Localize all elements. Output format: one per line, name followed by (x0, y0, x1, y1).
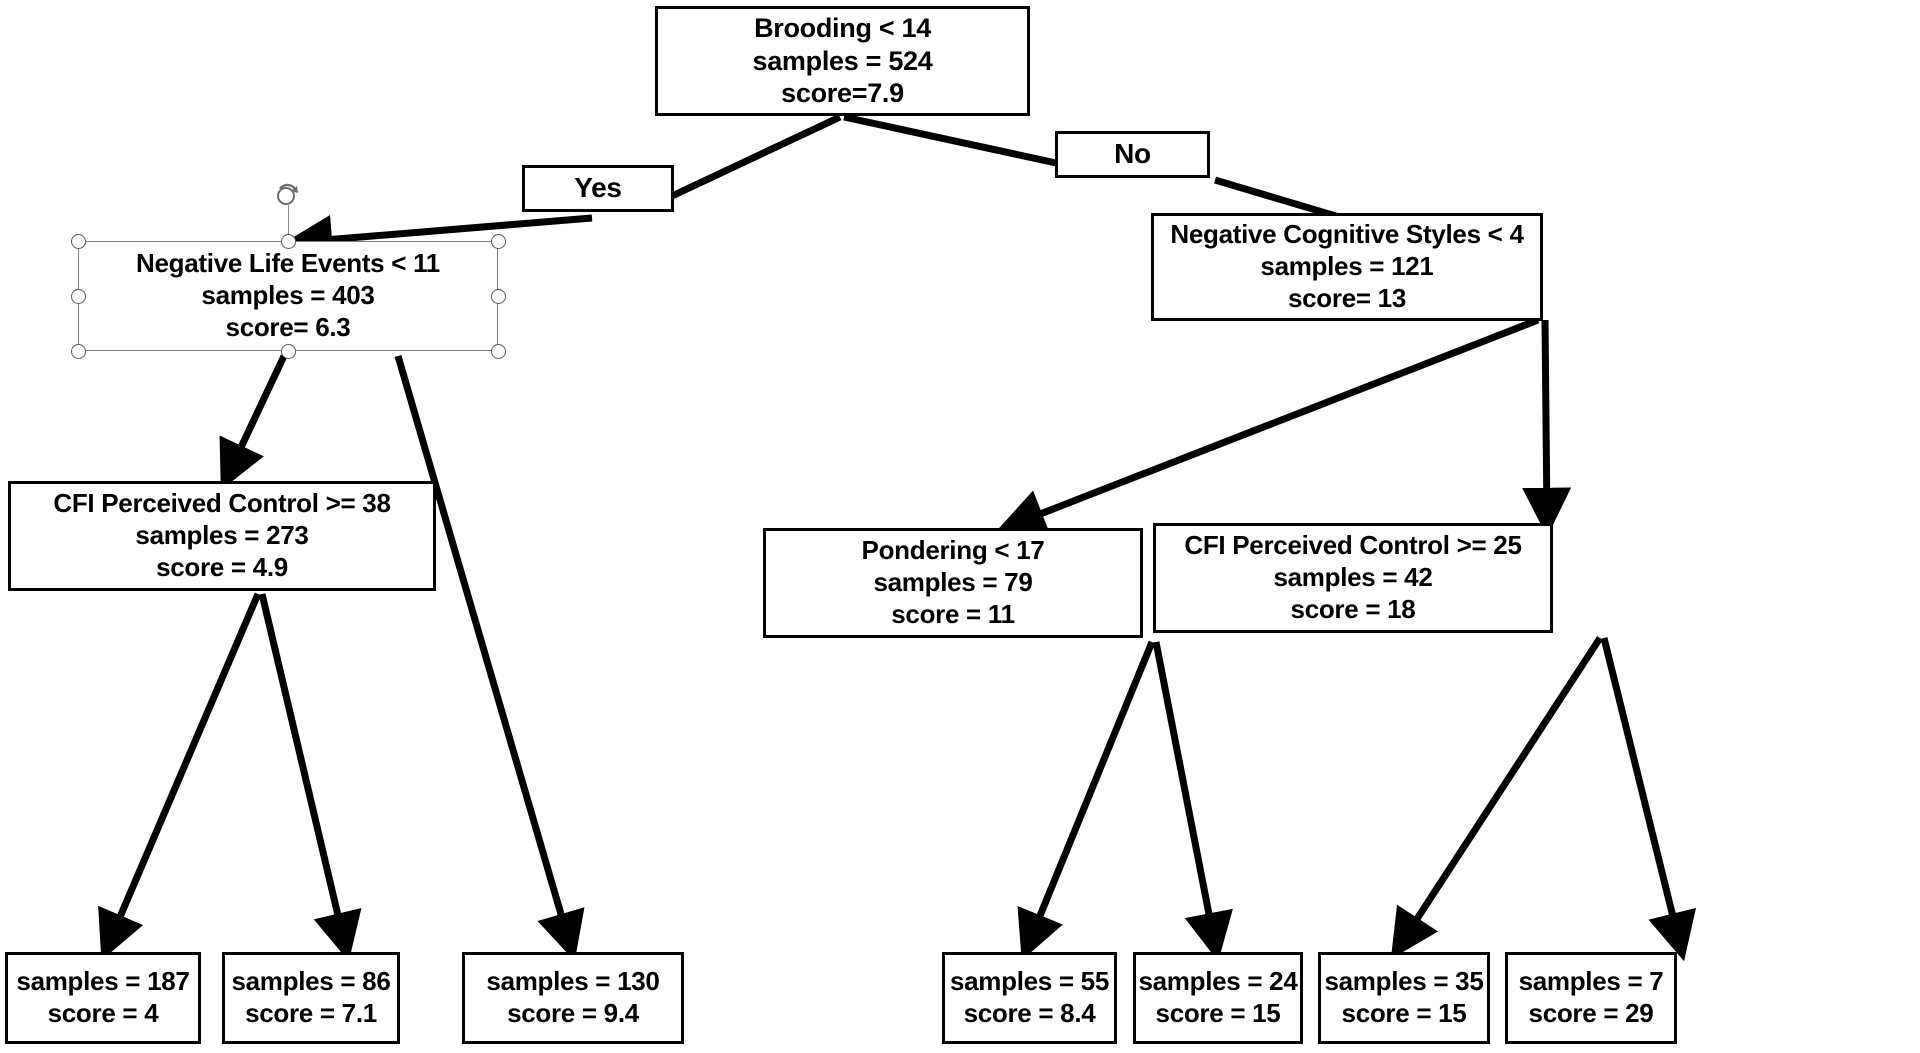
leaf-node[interactable]: samples = 35 score = 15 (1318, 952, 1490, 1044)
node-cfi-perceived-control-38[interactable]: CFI Perceived Control >= 38 samples = 27… (8, 481, 436, 591)
node-cfi25-samples: samples = 42 (1273, 562, 1433, 593)
resize-handle-n[interactable] (280, 233, 296, 249)
node-cfi-perceived-control-25[interactable]: CFI Perceived Control >= 25 samples = 42… (1153, 523, 1553, 633)
node-cfi38-score: score = 4.9 (156, 551, 288, 582)
node-pondering-samples: samples = 79 (873, 567, 1033, 598)
leaf-samples: samples = 35 (1324, 966, 1484, 997)
node-cfi38-condition: CFI Perceived Control >= 38 (53, 488, 391, 519)
leaf-score: score = 4 (47, 998, 159, 1028)
resize-handle-w[interactable] (70, 288, 86, 304)
node-nle-score: score= 6.3 (225, 311, 351, 342)
leaf-score: score = 9.4 (507, 998, 639, 1028)
leaf-score: score = 29 (1528, 998, 1654, 1028)
resize-handle-e[interactable] (490, 288, 506, 304)
leaf-node[interactable]: samples = 24 score = 15 (1133, 952, 1303, 1044)
leaf-node[interactable]: samples = 187 score = 4 (5, 952, 201, 1044)
edge-root-to-yes (670, 113, 842, 200)
edge-nle-to-cfi38 (219, 354, 288, 491)
edge-pondering-to-leaf55 (1017, 640, 1156, 961)
edge-ncs-to-pondering (996, 316, 1540, 537)
edge-cfi38-to-leaf187 (98, 592, 262, 961)
leaf-score: score = 8.4 (963, 998, 1096, 1028)
node-pondering-condition: Pondering < 17 (861, 535, 1045, 566)
resize-handle-se[interactable] (490, 343, 506, 359)
leaf-node[interactable]: samples = 130 score = 9.4 (462, 952, 684, 1044)
leaf-node[interactable]: samples = 86 score = 7.1 (222, 952, 400, 1044)
branch-label-yes-text: Yes (574, 172, 622, 204)
leaf-samples: samples = 7 (1518, 966, 1664, 997)
node-nle-samples: samples = 403 (201, 280, 375, 311)
rotation-handle-stem (288, 205, 289, 243)
resize-handle-s[interactable] (280, 343, 296, 359)
selection-outline (78, 241, 498, 351)
edge-root-to-no (843, 113, 1071, 170)
node-pondering-score: score = 11 (891, 598, 1015, 629)
resize-handle-ne[interactable] (490, 233, 506, 249)
node-negative-cognitive-styles[interactable]: Negative Cognitive Styles < 4 samples = … (1151, 213, 1543, 321)
leaf-samples: samples = 187 (16, 966, 190, 997)
node-root-samples: samples = 524 (752, 45, 933, 76)
edge-yes-to-nle (283, 214, 593, 264)
leaf-score: score = 15 (1341, 998, 1467, 1028)
node-root-condition: Brooding < 14 (754, 12, 931, 43)
node-root[interactable]: Brooding < 14 samples = 524 score=7.9 (655, 6, 1030, 116)
edge-nle-to-leaf130 (394, 355, 585, 962)
node-ncs-condition: Negative Cognitive Styles < 4 (1170, 219, 1524, 250)
leaf-samples: samples = 86 (231, 966, 391, 997)
branch-label-yes[interactable]: Yes (522, 165, 674, 212)
node-cfi25-condition: CFI Perceived Control >= 25 (1184, 530, 1522, 561)
node-pondering[interactable]: Pondering < 17 samples = 79 score = 11 (763, 528, 1143, 638)
edge-pondering-to-leaf24 (1152, 641, 1233, 962)
leaf-node[interactable]: samples = 55 score = 8.4 (942, 952, 1117, 1044)
leaf-samples: samples = 24 (1138, 966, 1298, 997)
edge-cfi25-to-leaf35 (1390, 636, 1603, 960)
node-negative-life-events[interactable]: Negative Life Events < 11 samples = 403 … (78, 241, 498, 351)
node-cfi25-score: score = 18 (1290, 593, 1416, 624)
node-ncs-samples: samples = 121 (1260, 251, 1434, 282)
resize-handle-sw[interactable] (70, 343, 86, 359)
node-ncs-score: score= 13 (1287, 282, 1406, 313)
leaf-score: score = 7.1 (245, 998, 377, 1028)
node-root-score: score=7.9 (781, 78, 904, 109)
leaf-score: score = 15 (1155, 998, 1281, 1028)
node-nle-condition: Negative Life Events < 11 (136, 248, 440, 279)
branch-label-no-text: No (1114, 138, 1151, 170)
node-cfi38-samples: samples = 273 (135, 520, 309, 551)
leaf-samples: samples = 55 (949, 966, 1109, 997)
leaf-node[interactable]: samples = 7 score = 29 (1505, 952, 1677, 1044)
rotate-icon[interactable] (275, 182, 301, 208)
branch-label-no[interactable]: No (1055, 131, 1210, 178)
leaf-samples: samples = 130 (486, 966, 660, 997)
edge-cfi38-to-leaf86 (258, 593, 362, 962)
edge-ncs-to-cfi25 (1522, 319, 1572, 537)
resize-handle-nw[interactable] (70, 233, 86, 249)
edge-cfi25-to-leaf7 (1600, 637, 1697, 962)
